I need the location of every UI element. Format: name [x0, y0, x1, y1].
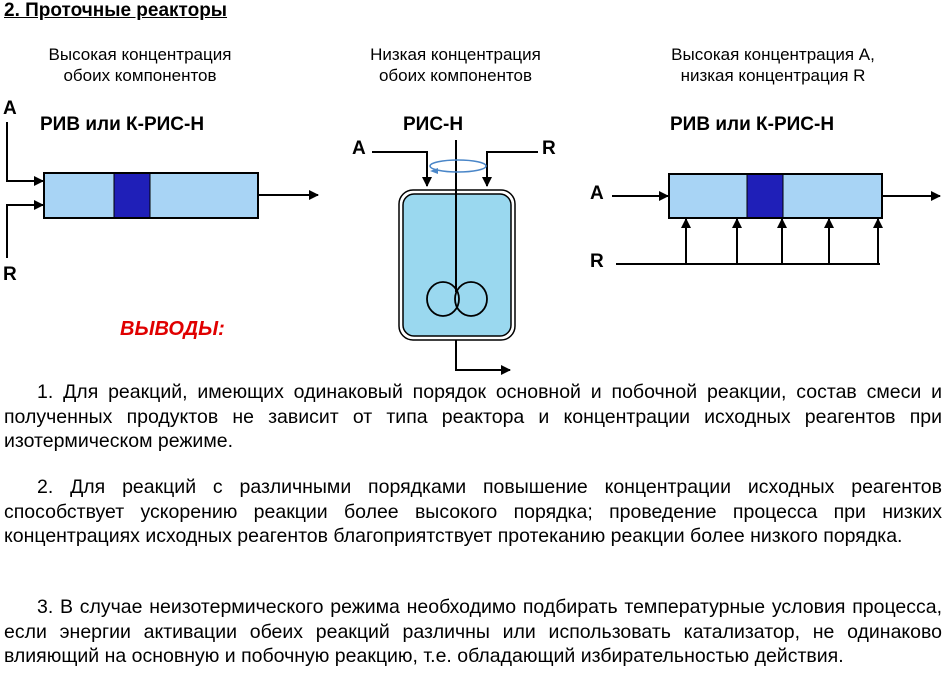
conclusions-heading: ВЫВОДЫ: [120, 318, 225, 340]
panel-1-input-a-label: A [3, 98, 17, 119]
panel-2-impeller-left [426, 281, 460, 317]
panel-1-input-a-arrow [6, 122, 44, 186]
panel-2-output-arrow [455, 340, 511, 375]
panel-1-tube [43, 172, 259, 219]
panel-2-reactor-label: РИС-Н [403, 114, 464, 135]
panel-3-caption-line2: низкая концентрация R [680, 66, 866, 85]
conclusion-paragraph-2: 2. Для реакций с различными порядками по… [4, 476, 942, 547]
panel-2-rotation-indicator [429, 159, 487, 173]
panel-1-tube-slice [114, 174, 150, 217]
panel-1-diagram [6, 122, 319, 258]
panel-2-impeller-right [454, 281, 488, 317]
conclusion-paragraph-3: 3. В случае неизотермического режима нео… [4, 596, 942, 667]
panel-3-caption: Высокая концентрация А, низкая концентра… [628, 44, 918, 86]
panel-2-input-r-label: R [542, 138, 556, 159]
panel-2-caption: Низкая концентрация обоих компонентов [318, 44, 593, 86]
panel-3-input-a-label: A [590, 183, 604, 204]
panel-3-caption-line1: Высокая концентрация А, [671, 45, 875, 64]
panel-2-input-a-arrow [372, 151, 432, 187]
panel-3-diagram [612, 173, 941, 265]
panel-3-input-r-label: R [590, 251, 604, 272]
panel-1-reactor-label: РИВ или К-РИС-Н [40, 114, 205, 135]
panel-1-caption-line1: Высокая концентрация [48, 45, 232, 64]
panel-3-tube-slice [747, 175, 783, 217]
page-title: 2. Проточные реакторы [4, 0, 228, 21]
panel-1-input-r-arrow [6, 200, 44, 258]
panel-2-input-r-arrow [482, 151, 538, 187]
panel-1-caption-line2: обоих компонентов [63, 66, 217, 85]
panel-3-reactor-label: РИВ или К-РИС-Н [670, 114, 835, 135]
panel-2-input-a-label: A [352, 138, 366, 159]
panel-2-caption-line2: обоих компонентов [378, 66, 533, 85]
panel-1-caption: Высокая концентрация обоих компонентов [10, 44, 270, 86]
panel-1-input-r-label: R [3, 264, 17, 285]
panel-2-caption-line1: Низкая концентрация [370, 45, 541, 64]
conclusion-paragraph-1: 1. Для реакций, имеющих одинаковый поряд… [4, 381, 942, 452]
panel-2-diagram [372, 140, 538, 375]
